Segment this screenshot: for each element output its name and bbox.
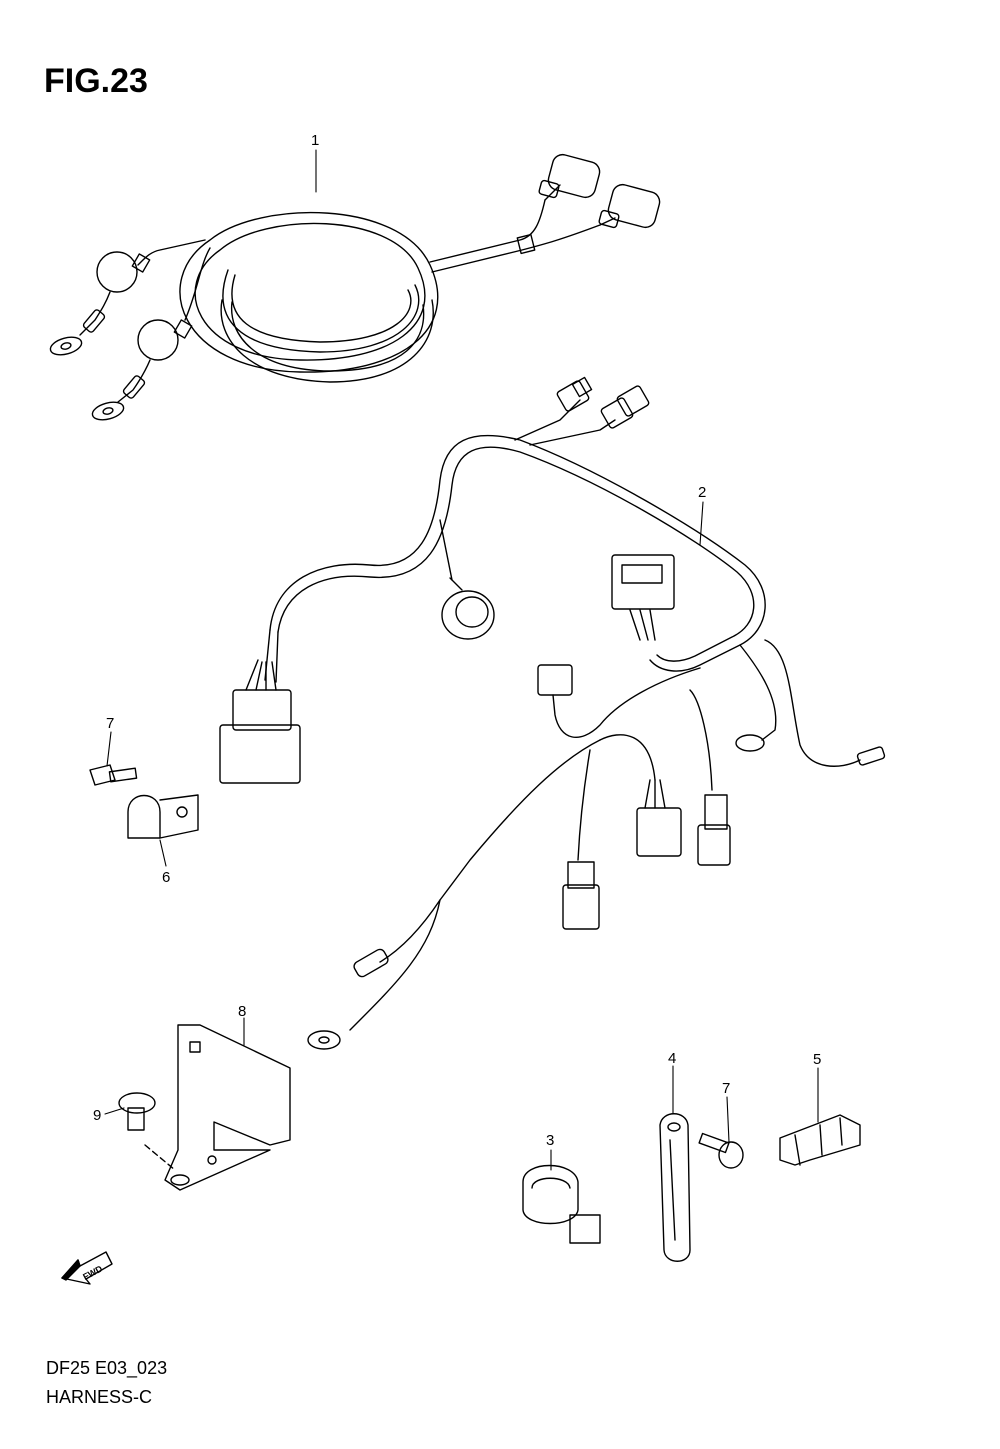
clip-3 xyxy=(522,1164,601,1244)
figure-code: DF25 E03_023 xyxy=(46,1358,168,1378)
callout-1: 1 xyxy=(311,132,319,149)
callout-7-top: 7 xyxy=(106,715,114,732)
harness-1 xyxy=(49,153,661,421)
leader-lines xyxy=(104,149,819,1171)
figure-name: HARNESS-C xyxy=(46,1387,153,1407)
callout-5: 5 xyxy=(813,1051,821,1068)
callout-6: 6 xyxy=(162,869,170,886)
callout-4: 4 xyxy=(668,1050,676,1067)
strap-4 xyxy=(659,1113,691,1262)
clip-5 xyxy=(779,1114,861,1166)
callout-8: 8 xyxy=(238,1003,246,1020)
callout-9: 9 xyxy=(93,1107,101,1124)
bracket-8-screw-9 xyxy=(118,1024,291,1191)
figure-title: FIG.23 xyxy=(44,62,148,100)
bolt-7b xyxy=(698,1132,744,1169)
callout-3: 3 xyxy=(546,1132,554,1149)
callouts: 1 2 7 6 8 9 3 4 7 5 xyxy=(93,132,821,1149)
fwd-arrow-icon: FWD xyxy=(61,1251,113,1285)
callout-2: 2 xyxy=(698,484,706,501)
callout-7-bottom: 7 xyxy=(722,1080,730,1097)
clamp-6-bolt-7 xyxy=(89,764,199,839)
harness-2 xyxy=(219,376,886,1050)
